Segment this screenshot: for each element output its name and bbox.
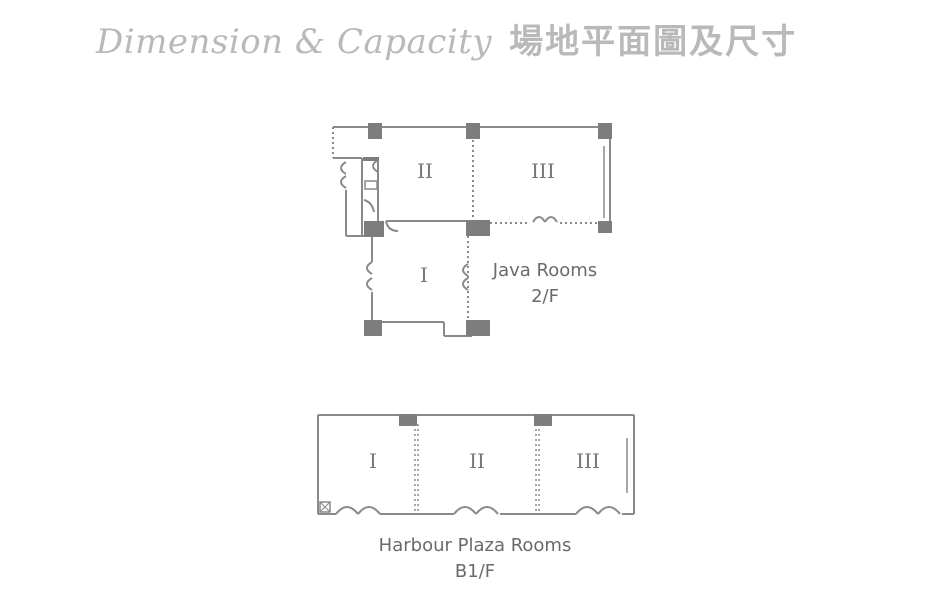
harbour-room-ii-label: II bbox=[469, 449, 485, 473]
java-room-i-label: I bbox=[420, 263, 428, 287]
harbour-rooms-label: Harbour Plaza Rooms B1/F bbox=[350, 533, 600, 585]
door bbox=[366, 261, 373, 291]
page-title: Dimension & Capacity 場地平面圖及尺寸 bbox=[96, 14, 896, 66]
cabinet bbox=[319, 501, 331, 513]
column bbox=[466, 220, 490, 236]
harbour-rooms-name: Harbour Plaza Rooms bbox=[378, 535, 572, 556]
column bbox=[598, 123, 612, 139]
harbour-room-i-label: I bbox=[369, 449, 377, 473]
door bbox=[532, 216, 558, 223]
harbour-rooms-floor: B1/F bbox=[454, 561, 496, 582]
harbour-room-iii-label: III bbox=[576, 449, 600, 473]
column bbox=[368, 123, 382, 139]
door bbox=[363, 199, 375, 213]
cabinet bbox=[364, 180, 378, 190]
java-room-iii-label: III bbox=[531, 159, 555, 183]
column bbox=[534, 414, 552, 426]
column bbox=[363, 157, 379, 161]
door bbox=[372, 159, 379, 173]
door bbox=[335, 506, 381, 515]
java-rooms-name: Java Rooms bbox=[492, 260, 598, 281]
column bbox=[598, 221, 612, 233]
door bbox=[462, 263, 469, 291]
column bbox=[466, 320, 490, 336]
harbour-rooms-plan bbox=[317, 414, 635, 515]
java-rooms-label: Java Rooms 2/F bbox=[480, 258, 610, 310]
column bbox=[399, 414, 417, 426]
page-title-english: Dimension & Capacity bbox=[96, 22, 493, 62]
door bbox=[453, 506, 499, 515]
column bbox=[364, 320, 382, 336]
column bbox=[466, 123, 480, 139]
java-columns bbox=[363, 123, 612, 336]
door bbox=[385, 220, 399, 232]
door bbox=[575, 506, 621, 515]
java-rooms-floor: 2/F bbox=[531, 286, 559, 307]
door bbox=[340, 161, 347, 189]
java-room-ii-label: II bbox=[417, 159, 433, 183]
cabinet bbox=[319, 501, 331, 513]
harbour-columns bbox=[399, 414, 552, 426]
page-title-chinese: 場地平面圖及尺寸 bbox=[509, 22, 798, 62]
column bbox=[364, 221, 384, 237]
